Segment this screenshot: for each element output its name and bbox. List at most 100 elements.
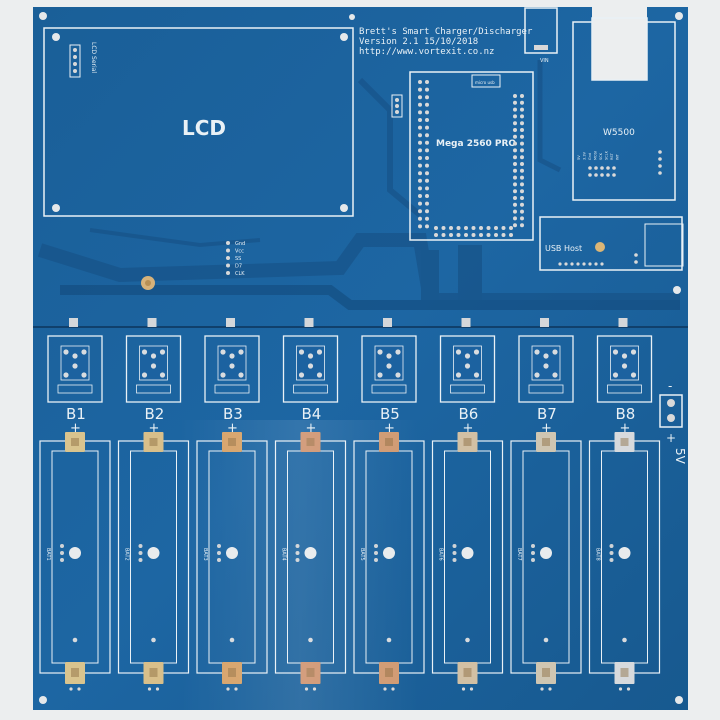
mega-pin — [418, 156, 422, 160]
mega-pin — [494, 226, 498, 230]
charger-via — [81, 372, 87, 378]
positive-tab — [457, 432, 478, 452]
mount-hole — [675, 696, 683, 704]
mega-pin — [513, 155, 517, 160]
charger-via — [552, 372, 558, 378]
usb-host-label: USB Host — [545, 244, 582, 253]
center-via — [138, 551, 143, 555]
mega-pin — [425, 216, 429, 221]
charger-via — [552, 349, 558, 355]
w5500-pin — [606, 166, 610, 170]
usb-host-pin — [588, 262, 592, 266]
bay-label: B4 — [302, 405, 322, 423]
mega-pin — [513, 134, 517, 139]
mega-pin — [486, 226, 491, 230]
mega-pin — [513, 128, 517, 132]
charger-module-outline — [439, 335, 496, 403]
w5500-pin-label: RST — [610, 152, 614, 160]
header-pin — [73, 55, 77, 59]
mega-pin — [418, 194, 422, 198]
center-via — [60, 551, 64, 555]
mega-pin — [509, 233, 513, 237]
mega-pin — [418, 133, 422, 138]
w5500-pin — [658, 164, 662, 168]
charger-via — [395, 372, 401, 378]
board-title-line2: Version 2.1 15/10/2018 — [359, 37, 478, 47]
mega-outline — [409, 71, 534, 241]
i2c-pin-label: D7 — [235, 264, 242, 270]
board-title-line1: Brett's Smart Charger/Discharger — [359, 27, 533, 37]
mega-pin — [434, 226, 438, 230]
mega-pin — [441, 233, 446, 237]
charger-via — [534, 372, 540, 378]
mega-pin — [425, 178, 429, 183]
lower-via — [465, 637, 470, 643]
mega-pin — [418, 87, 422, 92]
charger-via — [229, 363, 235, 369]
charger-module-outline — [596, 335, 653, 403]
mega-pin — [513, 202, 517, 207]
mega-pin — [418, 95, 422, 100]
w5500-pin-label: SCLK — [605, 150, 609, 160]
mega-pin — [425, 110, 429, 115]
mount-hole — [349, 14, 355, 20]
usb-host-connector — [644, 223, 684, 267]
center-via — [452, 544, 457, 548]
mega-pin — [456, 226, 461, 230]
mega-pin — [513, 148, 517, 153]
power-connector — [659, 394, 683, 428]
module-pin-strip — [293, 384, 328, 394]
lcd-serial-label: LCD Serial — [90, 42, 97, 73]
bay-label: B6 — [459, 405, 479, 423]
mega-pin — [520, 162, 524, 166]
mount-hole — [39, 696, 47, 704]
w5500-pin — [612, 173, 616, 177]
board-title-line3: http://www.vortexit.co.nz — [359, 47, 494, 57]
charger-via — [159, 372, 166, 378]
micro-usb-label: micro usb — [475, 80, 495, 85]
mega-pin — [513, 216, 517, 221]
power-pin — [667, 399, 675, 407]
mega-pin — [494, 233, 498, 237]
center-hole — [618, 547, 631, 559]
w5500-pin — [588, 173, 592, 177]
lower-via — [543, 637, 549, 643]
i2c-pin-label: Gnd — [235, 241, 245, 247]
mega-pin — [520, 114, 524, 119]
w5500-pin — [658, 150, 662, 154]
bay-plus-sign: + — [463, 421, 474, 436]
mega-pin — [449, 226, 453, 230]
bat-label: BAT7 — [516, 548, 522, 561]
bottom-pin — [548, 687, 552, 691]
module-header-pad — [226, 318, 235, 327]
module-pin-strip — [528, 384, 564, 394]
charger-via — [464, 363, 471, 369]
mount-hole — [39, 12, 47, 20]
positive-tab-hole — [71, 438, 79, 446]
mega-pin — [501, 233, 506, 237]
mega-header-pins — [418, 80, 524, 237]
module-header-pad — [383, 318, 392, 327]
center-via — [531, 544, 535, 548]
mega-pin — [513, 182, 517, 187]
mega-pin — [513, 94, 517, 98]
vin-connector — [524, 7, 558, 54]
mega-pin — [425, 102, 429, 107]
charger-via — [63, 349, 69, 355]
charger-via — [473, 372, 480, 378]
mega-pin — [456, 233, 461, 237]
module-header-pad — [540, 318, 549, 327]
lcd-serial-header — [69, 44, 81, 78]
center-via — [531, 551, 535, 555]
negative-tab-hole — [463, 668, 472, 677]
charger-via — [316, 372, 323, 378]
mega-pin — [513, 114, 517, 119]
charger-via — [307, 353, 314, 359]
i2c-pin — [226, 241, 230, 245]
charger-via — [63, 372, 69, 378]
bottom-pin — [69, 687, 73, 691]
mega-pin — [425, 156, 429, 160]
charger-via — [220, 349, 226, 355]
bay-plus-sign: + — [149, 421, 160, 436]
